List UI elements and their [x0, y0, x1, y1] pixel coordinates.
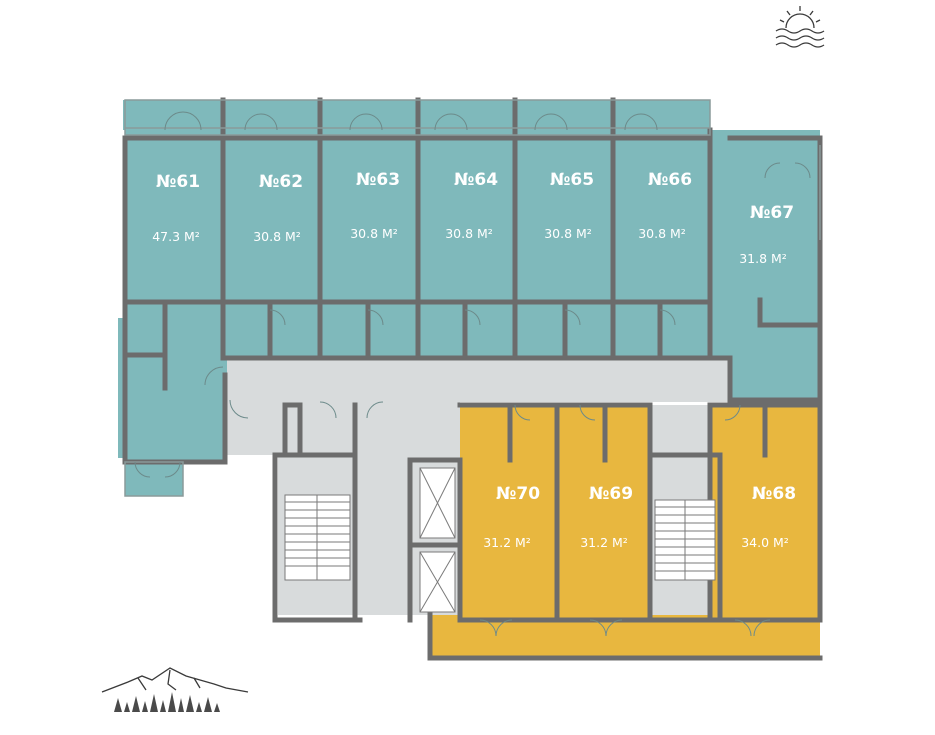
elevator-shafts: [419, 467, 456, 613]
unit-61: №61 47.3 М²: [152, 172, 200, 244]
unit-number: №61: [156, 172, 200, 192]
unit-69: №69 31.2 М²: [580, 484, 633, 550]
unit-area: 31.2 М²: [580, 535, 628, 550]
windows: [124, 99, 821, 497]
unit-area: 47.3 М²: [152, 229, 200, 244]
stairwell-left: [284, 494, 351, 581]
unit-area: 30.8 М²: [638, 226, 686, 241]
unit-67: №67 31.8 М²: [739, 203, 794, 266]
unit-area: 30.8 М²: [544, 226, 592, 241]
unit-number: №68: [752, 484, 796, 504]
unit-number: №69: [589, 484, 633, 504]
unit-area: 34.0 М²: [741, 535, 789, 550]
unit-number: №64: [454, 170, 498, 190]
unit-66: №66 30.8 М²: [638, 170, 692, 241]
teal-wing: [118, 100, 820, 496]
unit-number: №70: [496, 484, 540, 504]
unit-62: №62 30.8 М²: [253, 172, 303, 244]
unit-64: №64 30.8 М²: [445, 170, 498, 241]
unit-63: №63 30.8 М²: [350, 170, 400, 241]
mountain-forest-icon: [101, 667, 249, 712]
unit-number: №65: [550, 170, 594, 190]
unit-area: 30.8 М²: [445, 226, 493, 241]
unit-68: №68 34.0 М²: [741, 484, 796, 550]
unit-area: 30.8 М²: [253, 229, 301, 244]
unit-number: №62: [259, 172, 303, 192]
unit-70: №70 31.2 М²: [483, 484, 540, 550]
unit-area: 31.2 М²: [483, 535, 531, 550]
unit-area: 31.8 М²: [739, 251, 787, 266]
unit-number: №67: [750, 203, 794, 223]
unit-number: №63: [356, 170, 400, 190]
unit-area: 30.8 М²: [350, 226, 398, 241]
stairwell-right: [654, 499, 716, 581]
walls: [122, 97, 823, 661]
doors: [134, 111, 811, 637]
sun-over-sea-icon: [775, 6, 825, 48]
unit-number: №66: [648, 170, 692, 190]
unit-65: №65 30.8 М²: [544, 170, 594, 241]
